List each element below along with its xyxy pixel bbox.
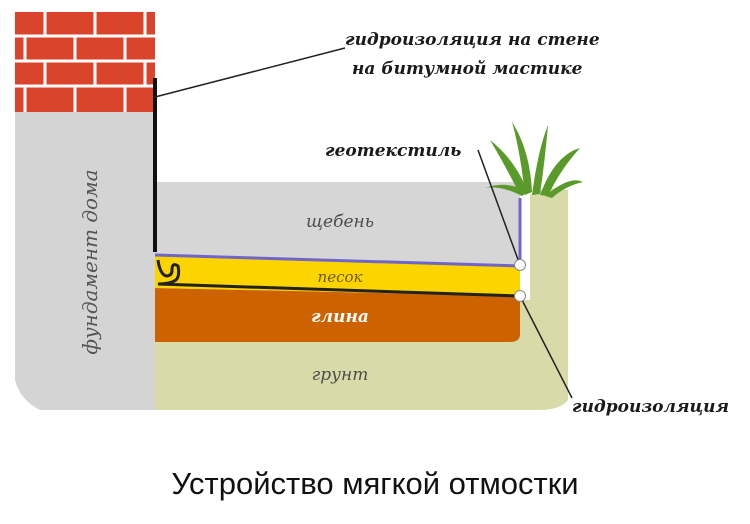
house-foundation bbox=[15, 112, 155, 410]
diagram-caption: Устройство мягкой отмостки bbox=[171, 466, 579, 501]
crushed-stone-layer bbox=[155, 182, 520, 266]
layer-label-sand: песок bbox=[318, 268, 363, 286]
callout-leader-wall bbox=[154, 47, 346, 98]
brick-wall bbox=[15, 12, 155, 112]
layer-label-soil: грунт bbox=[312, 365, 369, 385]
clay-layer bbox=[155, 288, 520, 342]
waterproofing-marker bbox=[514, 290, 526, 302]
callout-waterproofing: гидроизоляция bbox=[572, 397, 729, 417]
soil-layer bbox=[155, 188, 568, 410]
grass-icon bbox=[485, 122, 583, 198]
callout-geotextile: геотекстиль bbox=[325, 141, 461, 161]
callout-leader-geotextile bbox=[477, 149, 521, 266]
callout-wall-waterproofing-line1: гидроизоляция на стене bbox=[345, 30, 600, 50]
layer-label-crushed-stone: щебень bbox=[306, 212, 374, 232]
callout-wall-waterproofing-line2: на битумной мастике bbox=[352, 59, 583, 79]
foundation-label: фундамент дома bbox=[78, 169, 102, 354]
geotextile-marker bbox=[514, 259, 526, 271]
layer-label-clay: глина bbox=[311, 307, 369, 327]
waterproofing-membrane bbox=[156, 259, 521, 298]
callout-leader-waterproofing bbox=[519, 295, 573, 399]
